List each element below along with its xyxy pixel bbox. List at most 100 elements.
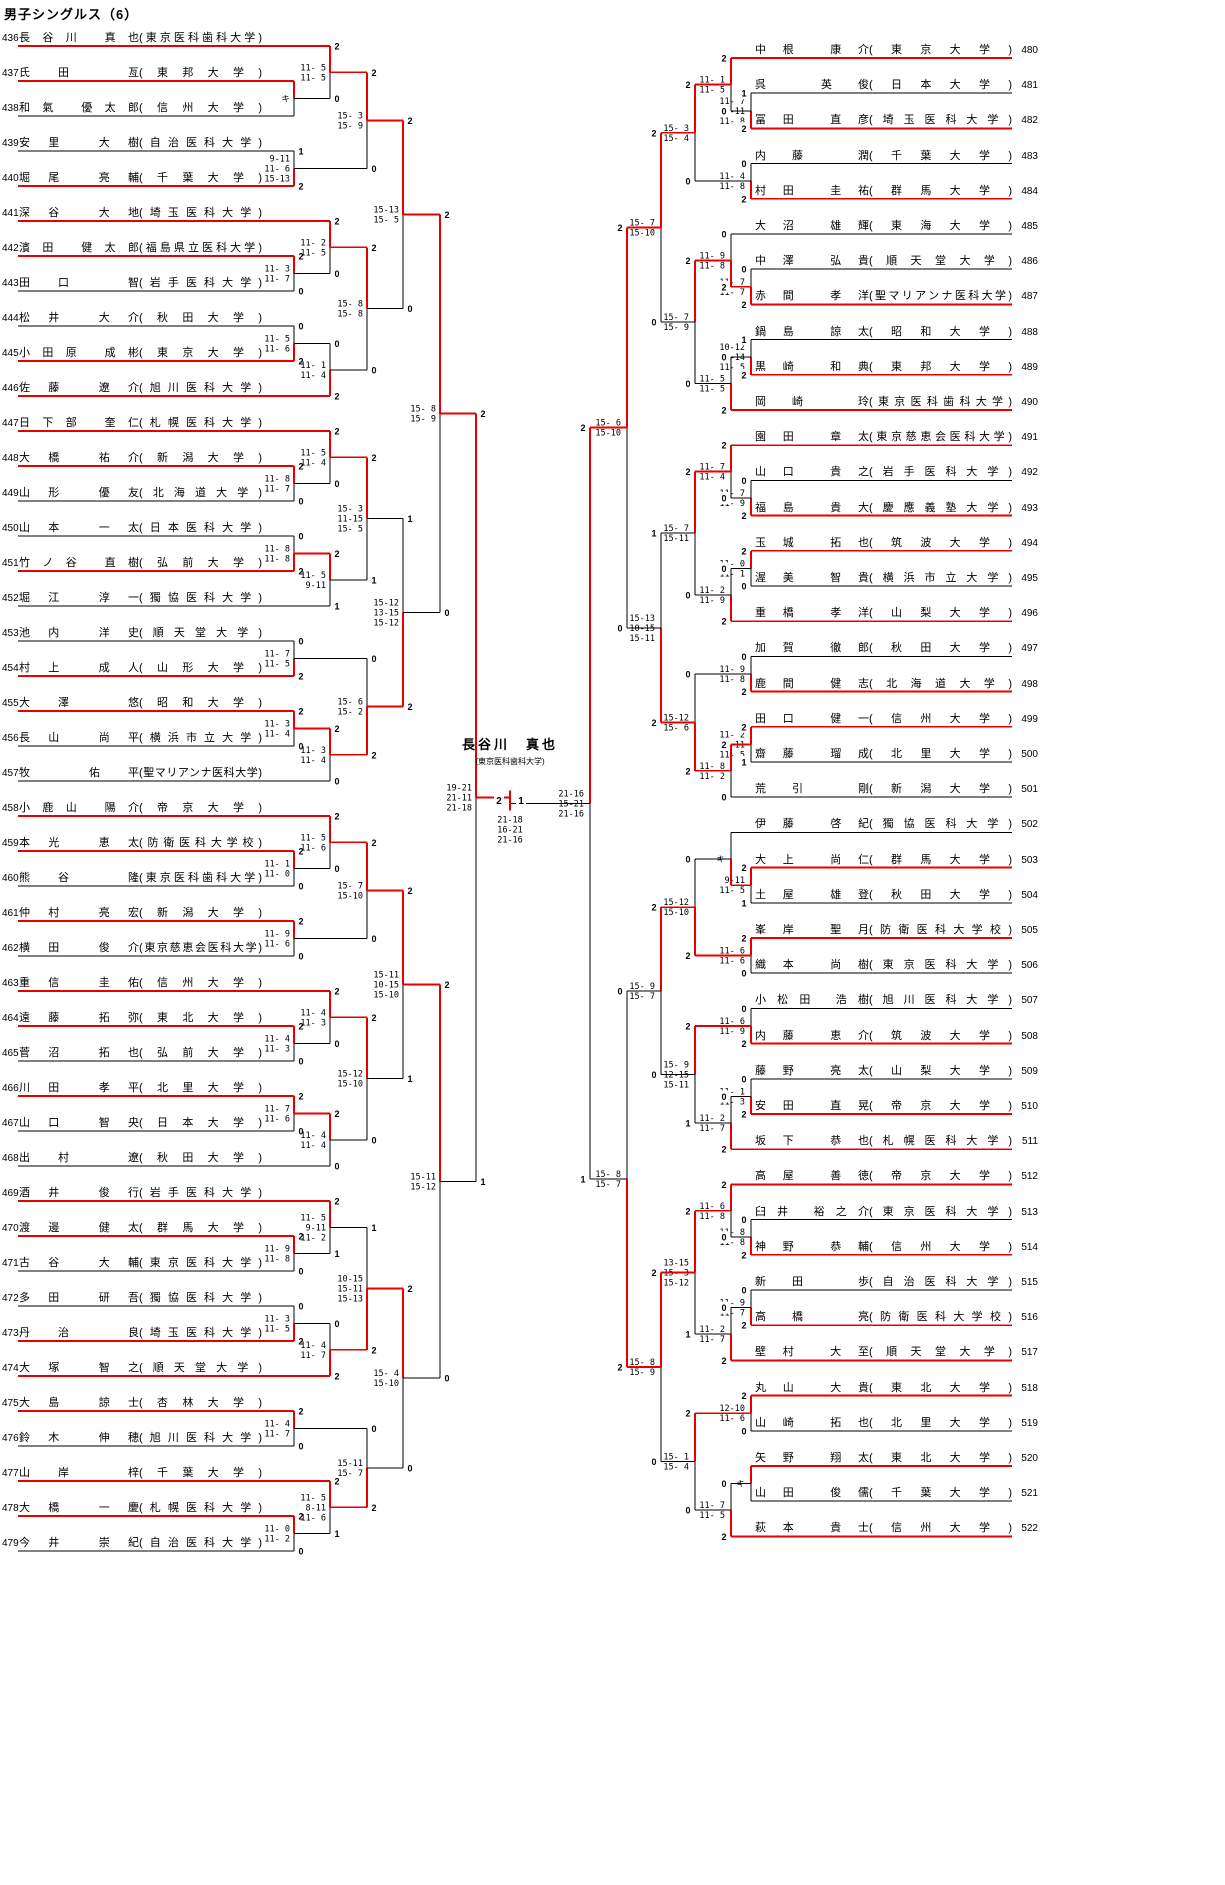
player-university: (千葉大学) <box>139 172 262 184</box>
player-482: 冨田 直彦(埼玉医科大学)482 <box>755 113 1038 128</box>
player-number: 465 <box>2 1048 19 1059</box>
player-name: 坂下 恭也 <box>755 1135 869 1148</box>
player-518: 丸山 大貴(東北大学)518 <box>755 1381 1038 1396</box>
player-university: (北里大学) <box>869 748 1012 760</box>
player-name: 土屋 雄登 <box>755 888 869 901</box>
player-name: 重橋 孝洋 <box>755 607 869 620</box>
player-university: (日本医科大学) <box>139 522 262 534</box>
player-number: 460 <box>2 873 19 884</box>
player-number: 522 <box>1021 1523 1038 1535</box>
champion-university: (東京医科歯科大学) <box>475 757 545 767</box>
player-name: 冨田 直彦 <box>755 114 869 127</box>
player-number: 508 <box>1021 1030 1038 1042</box>
player-505: 峯岸 聖月(防衛医科大学校)505 <box>755 923 1038 938</box>
player-name: 仲村 亮宏 <box>19 907 139 919</box>
player-number: 471 <box>2 1258 19 1269</box>
champion-block: 長谷川 真也 (東京医科歯科大学) <box>430 734 590 767</box>
player-520: 矢野 翔太(東北大学)520 <box>755 1451 1038 1466</box>
player-number: 489 <box>1021 361 1038 373</box>
player-university: (東京慈恵会医科大学) <box>869 431 1012 444</box>
player-name: 山岸 梓 <box>19 1467 139 1479</box>
player-number: 480 <box>1021 45 1038 56</box>
player-481: 呉 英俊(日本大学)481 <box>755 78 1038 93</box>
player-university: (新潟大学) <box>139 452 262 464</box>
player-number: 512 <box>1021 1171 1038 1183</box>
player-name: 横田 俊介 <box>19 942 139 954</box>
player-number: 492 <box>1021 467 1038 479</box>
player-name: 松井 大介 <box>19 312 139 324</box>
player-university: (東邦大学) <box>869 360 1012 373</box>
player-number: 457 <box>2 768 19 779</box>
player-number: 514 <box>1021 1241 1038 1253</box>
player-university: (筑波大学) <box>869 536 1012 549</box>
player-name: 岡崎 玲 <box>755 396 869 408</box>
player-number: 468 <box>2 1153 19 1164</box>
player-number: 446 <box>2 383 19 394</box>
player-university: (順天堂大学) <box>139 627 262 639</box>
player-name: 内藤 恵介 <box>755 1029 869 1042</box>
player-university: (横浜市立大学) <box>869 572 1012 584</box>
player-university: (北里大学) <box>139 1082 262 1094</box>
player-number: 502 <box>1021 819 1038 831</box>
player-number: 436 <box>2 33 19 44</box>
champion-name: 長谷川 真也 <box>461 737 558 753</box>
player-number: 439 <box>2 138 19 149</box>
player-494: 玉城 拓也(筑波大学)494 <box>755 536 1038 551</box>
player-name: 牧 佑平 <box>19 767 139 779</box>
player-number: 517 <box>1021 1347 1038 1359</box>
player-508: 内藤 恵介(筑波大学)508 <box>755 1029 1038 1044</box>
player-number: 521 <box>1021 1488 1038 1500</box>
player-name: 山本 一太 <box>19 522 139 534</box>
player-university: (千葉大学) <box>869 149 1012 162</box>
player-name: 山田 俊儒 <box>755 1487 869 1500</box>
player-number: 481 <box>1021 80 1038 92</box>
player-university: (聖マリアンナ医科大学) <box>869 290 1012 303</box>
player-name: 長谷川 真也 <box>19 32 139 44</box>
player-number: 503 <box>1021 854 1038 866</box>
player-university: (北海道大学) <box>869 677 1012 690</box>
player-number: 456 <box>2 733 19 744</box>
player-university: (秋田大学) <box>869 642 1012 655</box>
player-number: 501 <box>1021 784 1038 796</box>
player-number: 509 <box>1021 1065 1038 1077</box>
player-name: 大沼 雄輝 <box>755 220 869 232</box>
player-488: 鍋島 諒太(昭和大学)488 <box>755 325 1038 340</box>
player-university: (群馬大学) <box>139 1222 262 1234</box>
player-name: 長山 尚平 <box>19 732 139 744</box>
player-number: 496 <box>1021 608 1038 620</box>
player-name: 鈴木 伸穂 <box>19 1432 139 1444</box>
player-university: (昭和大学) <box>139 697 262 709</box>
player-university: (日本大学) <box>139 1117 262 1129</box>
player-university: (秋田大学) <box>139 312 262 324</box>
player-name: 田口 健一 <box>755 712 869 725</box>
player-university: (東海大学) <box>869 220 1012 232</box>
player-495: 渥美 智貴(横浜市立大学)495 <box>755 571 1038 586</box>
player-number: 488 <box>1021 326 1038 338</box>
player-number: 469 <box>2 1188 19 1199</box>
player-number: 440 <box>2 173 19 184</box>
player-university: (千葉大学) <box>139 1467 262 1479</box>
player-497: 加賀 徹郎(秋田大学)497 <box>755 641 1038 656</box>
player-university: (埼玉医科大学) <box>139 1327 262 1339</box>
player-university: (旭川医科大学) <box>869 994 1012 1007</box>
player-name: 大島 諒士 <box>19 1397 139 1409</box>
player-name: 新田 歩 <box>755 1276 869 1288</box>
player-university: (東京大学) <box>139 347 262 359</box>
player-number: 511 <box>1022 1136 1038 1148</box>
player-name: 安里 大樹 <box>19 137 139 149</box>
player-name: 酒井 俊行 <box>19 1187 139 1199</box>
player-name: 村田 圭祐 <box>755 184 869 197</box>
